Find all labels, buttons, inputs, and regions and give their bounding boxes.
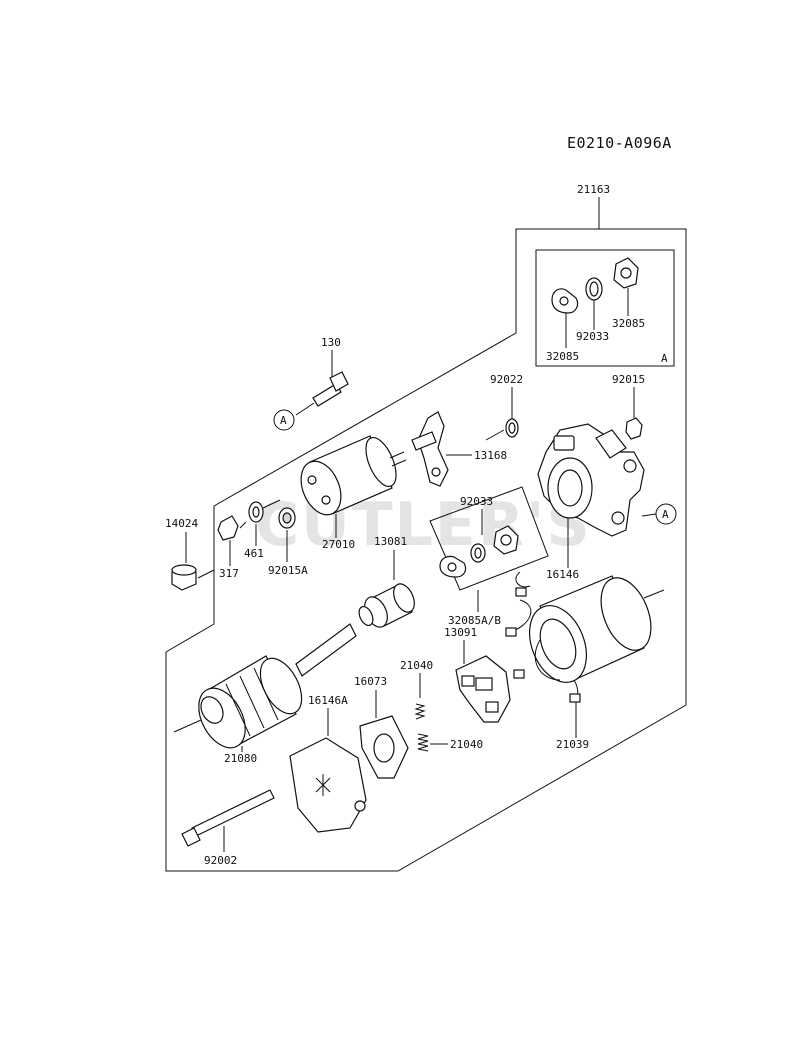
label-13091: 13091 (444, 626, 477, 639)
plate-16073 (359, 715, 409, 779)
label-21039: 21039 (556, 738, 589, 751)
ref-marker-a-right-text: A (662, 508, 669, 521)
shift-lever-13168 (411, 411, 449, 487)
kit-a-parts (551, 257, 639, 314)
ref-marker-a-left-text: A (280, 414, 287, 427)
rear-cover-16146a (289, 737, 367, 833)
subkit-parts (439, 525, 519, 578)
solenoid-27010 (300, 435, 407, 516)
through-bolt-92002 (181, 789, 275, 847)
label-14024: 14024 (165, 517, 198, 530)
cap-14024 (171, 564, 197, 591)
label-317: 317 (219, 567, 239, 580)
kit-box-a (535, 249, 675, 367)
kit-box-a-marker: A (661, 352, 668, 365)
label-16146A: 16146A (308, 694, 348, 707)
label-21040-a: 21040 (400, 659, 433, 672)
label-16146: 16146 (546, 568, 579, 581)
label-92015A: 92015A (268, 564, 308, 577)
label-92022: 92022 (490, 373, 523, 386)
ref-marker-a-right (655, 503, 677, 525)
armature-21080 (173, 623, 357, 749)
brush-holder-13091 (455, 655, 511, 723)
label-92002: 92002 (204, 854, 237, 867)
label-130: 130 (321, 336, 341, 349)
label-92033-box: 92033 (576, 330, 609, 343)
label-21040-b: 21040 (450, 738, 483, 751)
label-13081: 13081 (374, 535, 407, 548)
label-92015: 92015 (612, 373, 645, 386)
ref-marker-a-left (273, 409, 295, 431)
label-21080: 21080 (224, 752, 257, 765)
bolt-130 (312, 371, 349, 407)
label-21163: 21163 (577, 183, 610, 196)
label-16073: 16073 (354, 675, 387, 688)
watermark: CUTLER'S (255, 490, 592, 560)
nut-92015 (625, 417, 643, 440)
label-32085-b: 32085 (612, 317, 645, 330)
label-32085-a: 32085 (546, 350, 579, 363)
nut-317 (217, 515, 239, 541)
assembly-outline (165, 228, 687, 872)
label-27010: 27010 (322, 538, 355, 551)
label-461: 461 (244, 547, 264, 560)
yoke-field-coil (505, 571, 665, 703)
pinion-13081 (358, 583, 415, 628)
label-92033: 92033 (460, 495, 493, 508)
label-13168: 13168 (474, 449, 507, 462)
spring-21040-a (414, 703, 426, 720)
label-32085AB: 32085A/B (448, 614, 501, 627)
diagram-code: E0210-A096A (567, 134, 672, 152)
front-housing-16146 (537, 423, 645, 537)
spring-21040-b (417, 733, 429, 752)
